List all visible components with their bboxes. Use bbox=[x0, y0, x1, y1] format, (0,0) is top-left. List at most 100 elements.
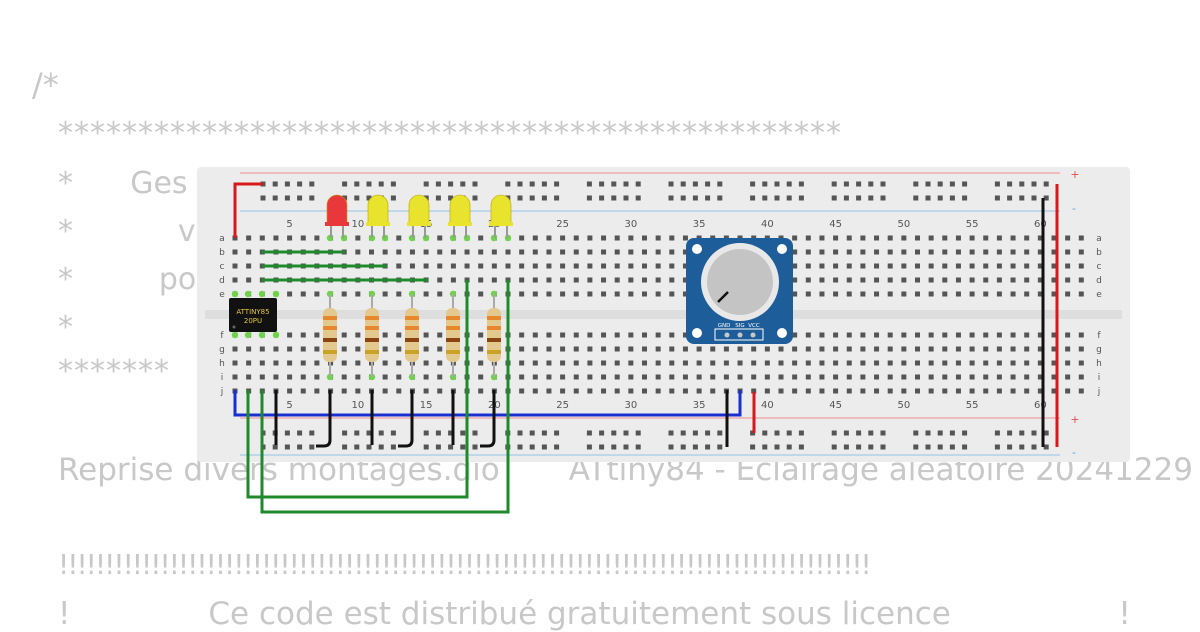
breadboard-hole bbox=[614, 277, 620, 283]
pot-knob-indicator bbox=[717, 291, 729, 303]
rail-hole bbox=[1007, 195, 1013, 201]
rail-hole bbox=[880, 181, 886, 187]
rail-hole bbox=[831, 444, 837, 450]
code-line-6: ******* bbox=[58, 354, 170, 389]
rail-hole bbox=[798, 444, 804, 450]
breadboard-hole bbox=[519, 332, 525, 338]
rail-hole bbox=[843, 195, 849, 201]
breadboard-hole bbox=[955, 291, 961, 297]
breadboard-hole bbox=[300, 235, 306, 241]
breadboard-hole bbox=[369, 249, 374, 255]
rail-hole bbox=[554, 430, 560, 436]
breadboard-hole bbox=[915, 388, 920, 394]
breadboard-hole bbox=[996, 291, 1002, 297]
breadboard-hole bbox=[601, 346, 607, 352]
breadboard-hole bbox=[846, 346, 852, 352]
breadboard-hole bbox=[860, 291, 866, 297]
breadboard-hole bbox=[560, 332, 566, 338]
breadboard-hole bbox=[1078, 374, 1084, 380]
row-letter: f bbox=[220, 331, 224, 341]
breadboard-hole bbox=[1010, 346, 1016, 352]
breadboard-hole bbox=[614, 332, 620, 338]
breadboard-hole bbox=[423, 249, 429, 255]
breadboard-hole bbox=[560, 235, 566, 241]
rail-hole bbox=[517, 430, 523, 436]
breadboard-hole bbox=[573, 235, 579, 241]
breadboard-hole bbox=[819, 263, 825, 269]
breadboard-hole bbox=[546, 249, 552, 255]
breadboard-hole bbox=[628, 249, 634, 255]
rail-hole bbox=[460, 181, 466, 187]
breadboard-hole bbox=[601, 332, 607, 338]
rail-hole bbox=[880, 430, 886, 436]
breadboard-hole bbox=[246, 277, 252, 283]
breadboard-hole bbox=[423, 388, 429, 394]
breadboard-hole bbox=[778, 346, 784, 352]
rail-hole bbox=[390, 195, 396, 201]
breadboard-hole bbox=[942, 291, 948, 297]
breadboard-hole bbox=[887, 235, 893, 241]
breadboard-hole bbox=[955, 346, 961, 352]
breadboard-hole bbox=[1024, 263, 1030, 269]
rail-hole bbox=[913, 181, 919, 187]
breadboard-hole bbox=[300, 374, 306, 380]
rail-hole bbox=[843, 430, 849, 436]
row-letter: a bbox=[1096, 234, 1102, 244]
breadboard-hole bbox=[355, 291, 361, 297]
breadboard-hole bbox=[669, 360, 675, 366]
breadboard-hole bbox=[437, 388, 443, 394]
rail-hole bbox=[668, 195, 674, 201]
breadboard-hole bbox=[587, 291, 593, 297]
breadboard-hole bbox=[1051, 249, 1057, 255]
rail-hole bbox=[623, 181, 629, 187]
breadboard-hole bbox=[382, 346, 388, 352]
breadboard-hole bbox=[587, 249, 593, 255]
breadboard-hole bbox=[314, 291, 320, 297]
breadboard-hole bbox=[1024, 235, 1030, 241]
breadboard-hole bbox=[655, 388, 661, 394]
breadboard-hole bbox=[573, 388, 579, 394]
breadboard-hole bbox=[928, 291, 934, 297]
breadboard-hole bbox=[942, 263, 948, 269]
column-number: 50 bbox=[897, 400, 910, 411]
breadboard-hole bbox=[273, 360, 279, 366]
resistor bbox=[405, 294, 419, 377]
rail-hole bbox=[623, 430, 629, 436]
breadboard-hole bbox=[478, 360, 484, 366]
rail-hole bbox=[460, 444, 466, 450]
breadboard-hole bbox=[300, 360, 306, 366]
breadboard-hole bbox=[860, 263, 866, 269]
breadboard-hole bbox=[423, 346, 429, 352]
breadboard-hole bbox=[614, 388, 620, 394]
breadboard-hole bbox=[1078, 388, 1084, 394]
resistor bbox=[487, 294, 501, 377]
breadboard-hole bbox=[887, 263, 893, 269]
rail-hole bbox=[529, 444, 535, 450]
breadboard-hole bbox=[874, 235, 880, 241]
rail-hole bbox=[354, 444, 360, 450]
breadboard-hole bbox=[587, 332, 593, 338]
rail-hole bbox=[635, 195, 641, 201]
breadboard-hole bbox=[983, 235, 989, 241]
breadboard-hole bbox=[532, 277, 538, 283]
rail-hole bbox=[435, 181, 441, 187]
column-number: 25 bbox=[556, 219, 569, 230]
breadboard-hole bbox=[601, 249, 607, 255]
rail-hole bbox=[611, 181, 617, 187]
breadboard-hole bbox=[682, 291, 688, 297]
column-number: 55 bbox=[966, 400, 979, 411]
breadboard-hole bbox=[341, 346, 347, 352]
breadboard-hole bbox=[915, 277, 920, 283]
rail-hole bbox=[517, 195, 523, 201]
breadboard-hole bbox=[1065, 291, 1071, 297]
resistor-band bbox=[487, 316, 501, 320]
rail-hole bbox=[354, 181, 360, 187]
rail-hole bbox=[472, 195, 478, 201]
led-body bbox=[490, 194, 512, 225]
breadboard-hole bbox=[805, 235, 811, 241]
rail-hole bbox=[1031, 181, 1037, 187]
rail-hole bbox=[762, 444, 768, 450]
pot-knob bbox=[707, 249, 773, 315]
breadboard-hole bbox=[819, 249, 825, 255]
breadboard-hole bbox=[355, 249, 361, 255]
